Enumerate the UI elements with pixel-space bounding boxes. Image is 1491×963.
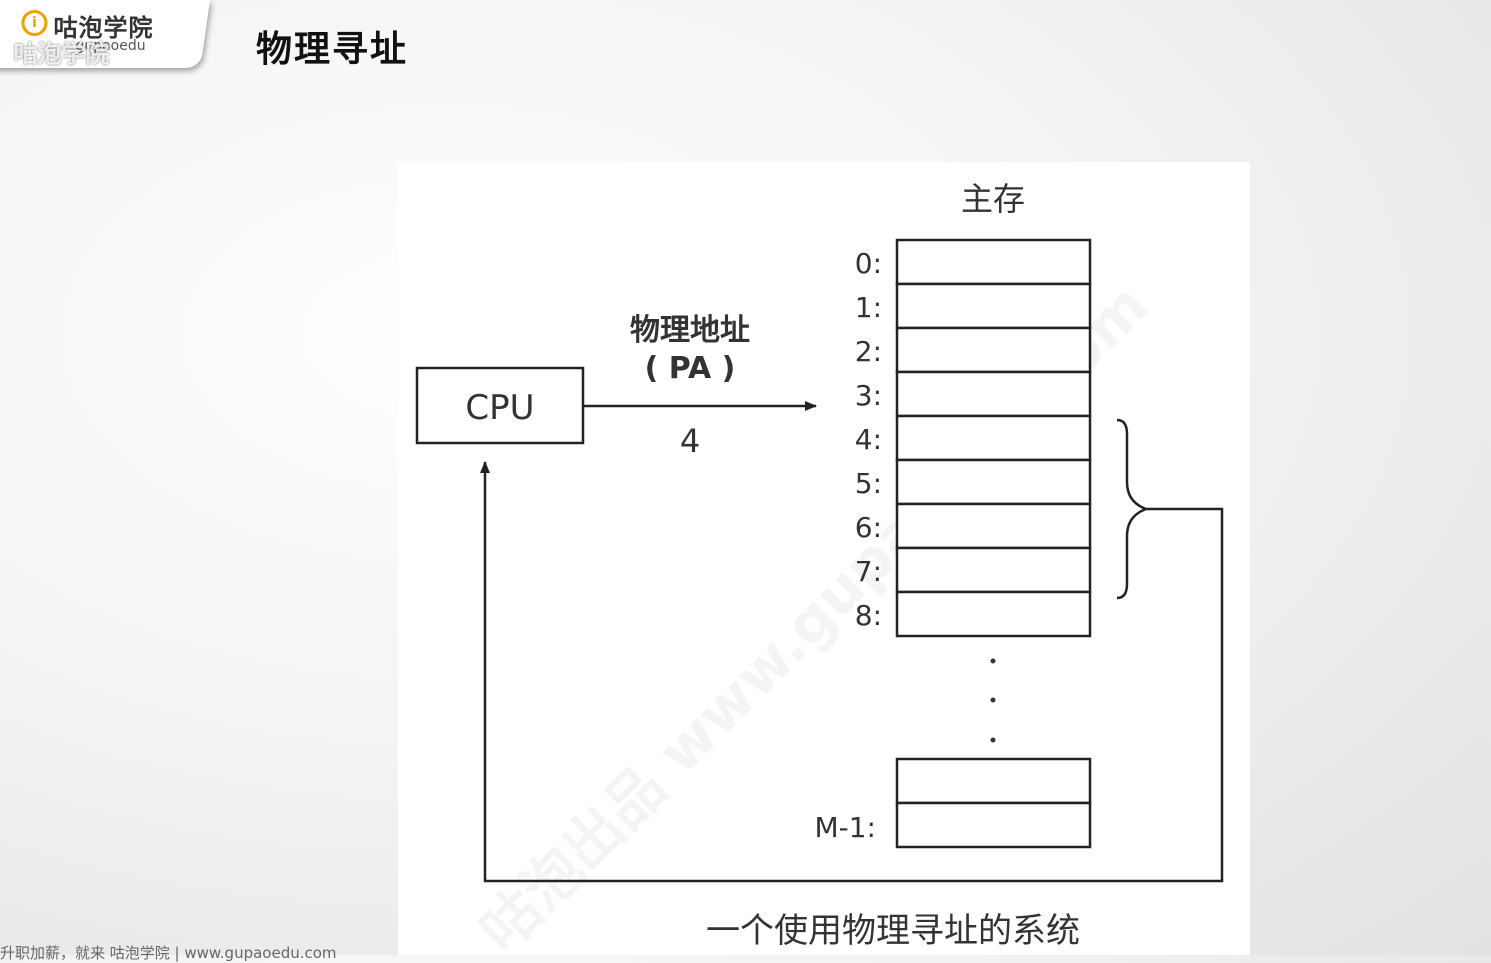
memory-cell	[895, 502, 1092, 550]
page-title: 物理寻址	[256, 29, 409, 70]
memory-cell	[895, 238, 1092, 286]
brace	[1116, 418, 1150, 600]
physical-addressing-diagram: 咕泡出品 www.gupaoedu.com 主存 0: 1: 2: 3: 4: …	[415, 180, 1224, 963]
memory-cell	[895, 370, 1092, 418]
memory-title: 主存	[961, 180, 1025, 218]
logo-badge: i 咕泡学院 gupaoedu 咕泡学院	[0, 0, 211, 68]
row-label: 2:	[855, 335, 882, 368]
row-label: 6:	[855, 511, 882, 544]
memory-cell	[895, 282, 1092, 330]
data-return-arrow	[480, 461, 1224, 883]
row-label: 1:	[855, 291, 882, 324]
row-label: 7:	[855, 555, 882, 588]
diagram-caption: 一个使用物理寻址的系统	[706, 911, 1080, 951]
footer-text: 升职加薪，就来 咕泡学院 | www.gupaoedu.com	[0, 944, 337, 962]
cpu-box	[415, 366, 585, 445]
address-abbr: ( PA )	[645, 351, 736, 386]
row-label: 8:	[855, 599, 882, 632]
memory-cell	[895, 801, 1092, 849]
memory-cells	[895, 238, 1092, 849]
memory-cell	[895, 326, 1092, 374]
memory-cell	[895, 414, 1092, 462]
address-label: 物理地址	[630, 313, 750, 348]
logo-watermark: 咕泡学院	[13, 40, 110, 68]
logo-icon: i	[21, 10, 48, 36]
row-label-last: M-1:	[814, 811, 876, 844]
memory-cell	[895, 757, 1092, 805]
memory-cell	[895, 546, 1092, 594]
cpu-label: CPU	[465, 388, 534, 428]
memory-cell	[895, 458, 1092, 506]
row-label: 4:	[855, 423, 882, 456]
row-label: 0:	[855, 247, 882, 280]
row-label: 3:	[855, 379, 882, 412]
address-value: 4	[680, 422, 700, 460]
row-label: 5:	[855, 467, 882, 500]
ellipsis-dots	[990, 658, 996, 743]
diagram-figure: 咕泡出品 www.gupaoedu.com 主存 0: 1: 2: 3: 4: …	[398, 162, 1250, 963]
memory-cell	[895, 590, 1092, 638]
